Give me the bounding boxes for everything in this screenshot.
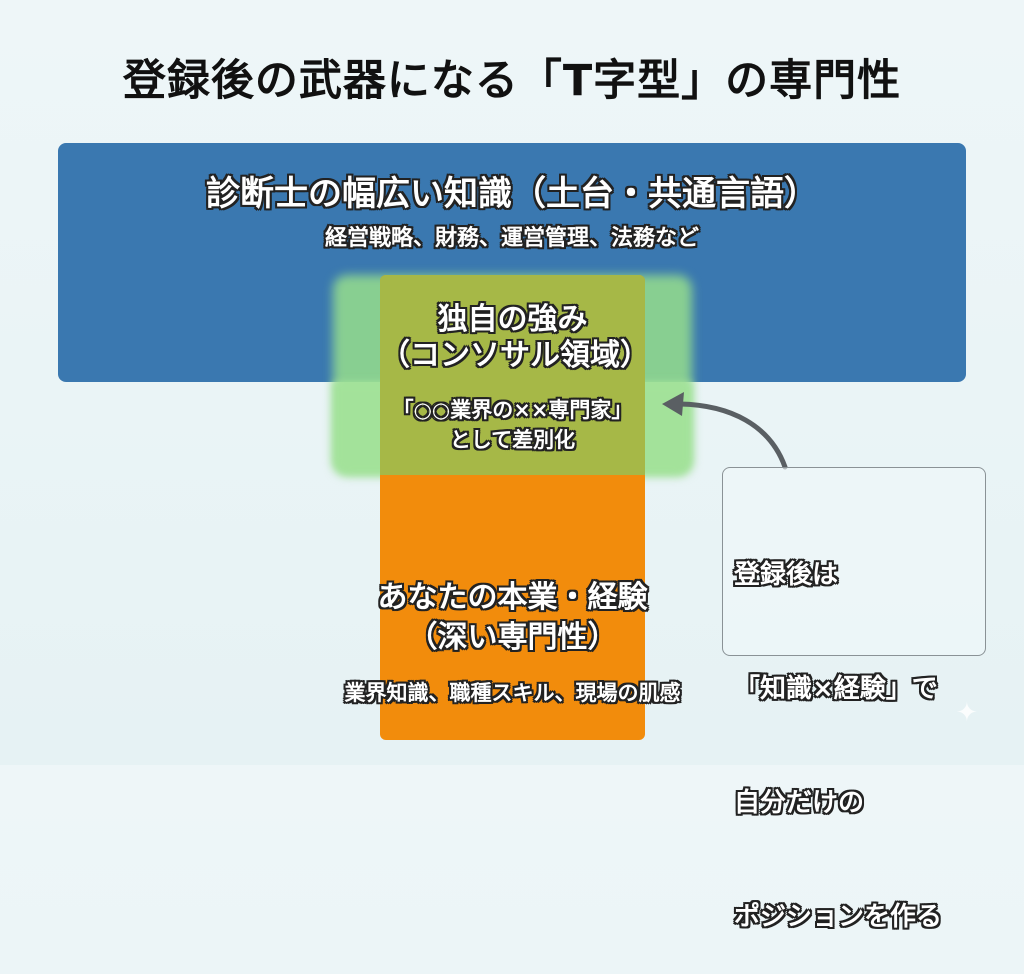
unique-strength-sub-line2: として差別化 — [449, 428, 576, 452]
callout-line4: ポジションを作る — [734, 902, 943, 932]
deep-expertise-subtext: 業界知識、職種スキル、現場の肌感 — [344, 681, 681, 705]
unique-strength-sub-line1: 「○○業界の××専門家」 — [392, 398, 633, 422]
general-knowledge-heading: 診断士の幅広い知識（土台・共通言語） — [206, 174, 818, 214]
unique-strength-heading: 独自の強み （コンソサル領域） — [380, 302, 650, 374]
deep-expertise-heading-line1: あなたの本業・経験 — [377, 580, 648, 615]
page-title: 登録後の武器になる「T字型」の専門性 — [122, 56, 902, 106]
callout-line2: 「知識×経験」で — [734, 674, 938, 704]
curved-arrow-icon — [662, 392, 788, 470]
deep-expertise-heading-line2: （深い専門性） — [407, 620, 618, 655]
callout-text: 登録後は 「知識×経験」で 自分だけの ポジションを作る — [734, 480, 984, 974]
callout-line1: 登録後は — [734, 560, 839, 590]
callout-box — [722, 467, 986, 656]
callout-line3: 自分だけの — [734, 788, 865, 818]
deep-expertise-heading: あなたの本業・経験 （深い専門性） — [300, 578, 725, 658]
unique-strength-subtext: 「○○業界の××専門家」 として差別化 — [330, 395, 695, 455]
general-knowledge-subtext: 経営戦略、財務、運営管理、法務など — [324, 226, 699, 251]
unique-strength-core — [380, 275, 645, 475]
unique-strength-heading-line2: （コンソサル領域） — [380, 338, 650, 373]
unique-strength-heading-line1: 独自の強み — [437, 302, 588, 337]
sparkle-icon: ✦ — [956, 698, 978, 728]
